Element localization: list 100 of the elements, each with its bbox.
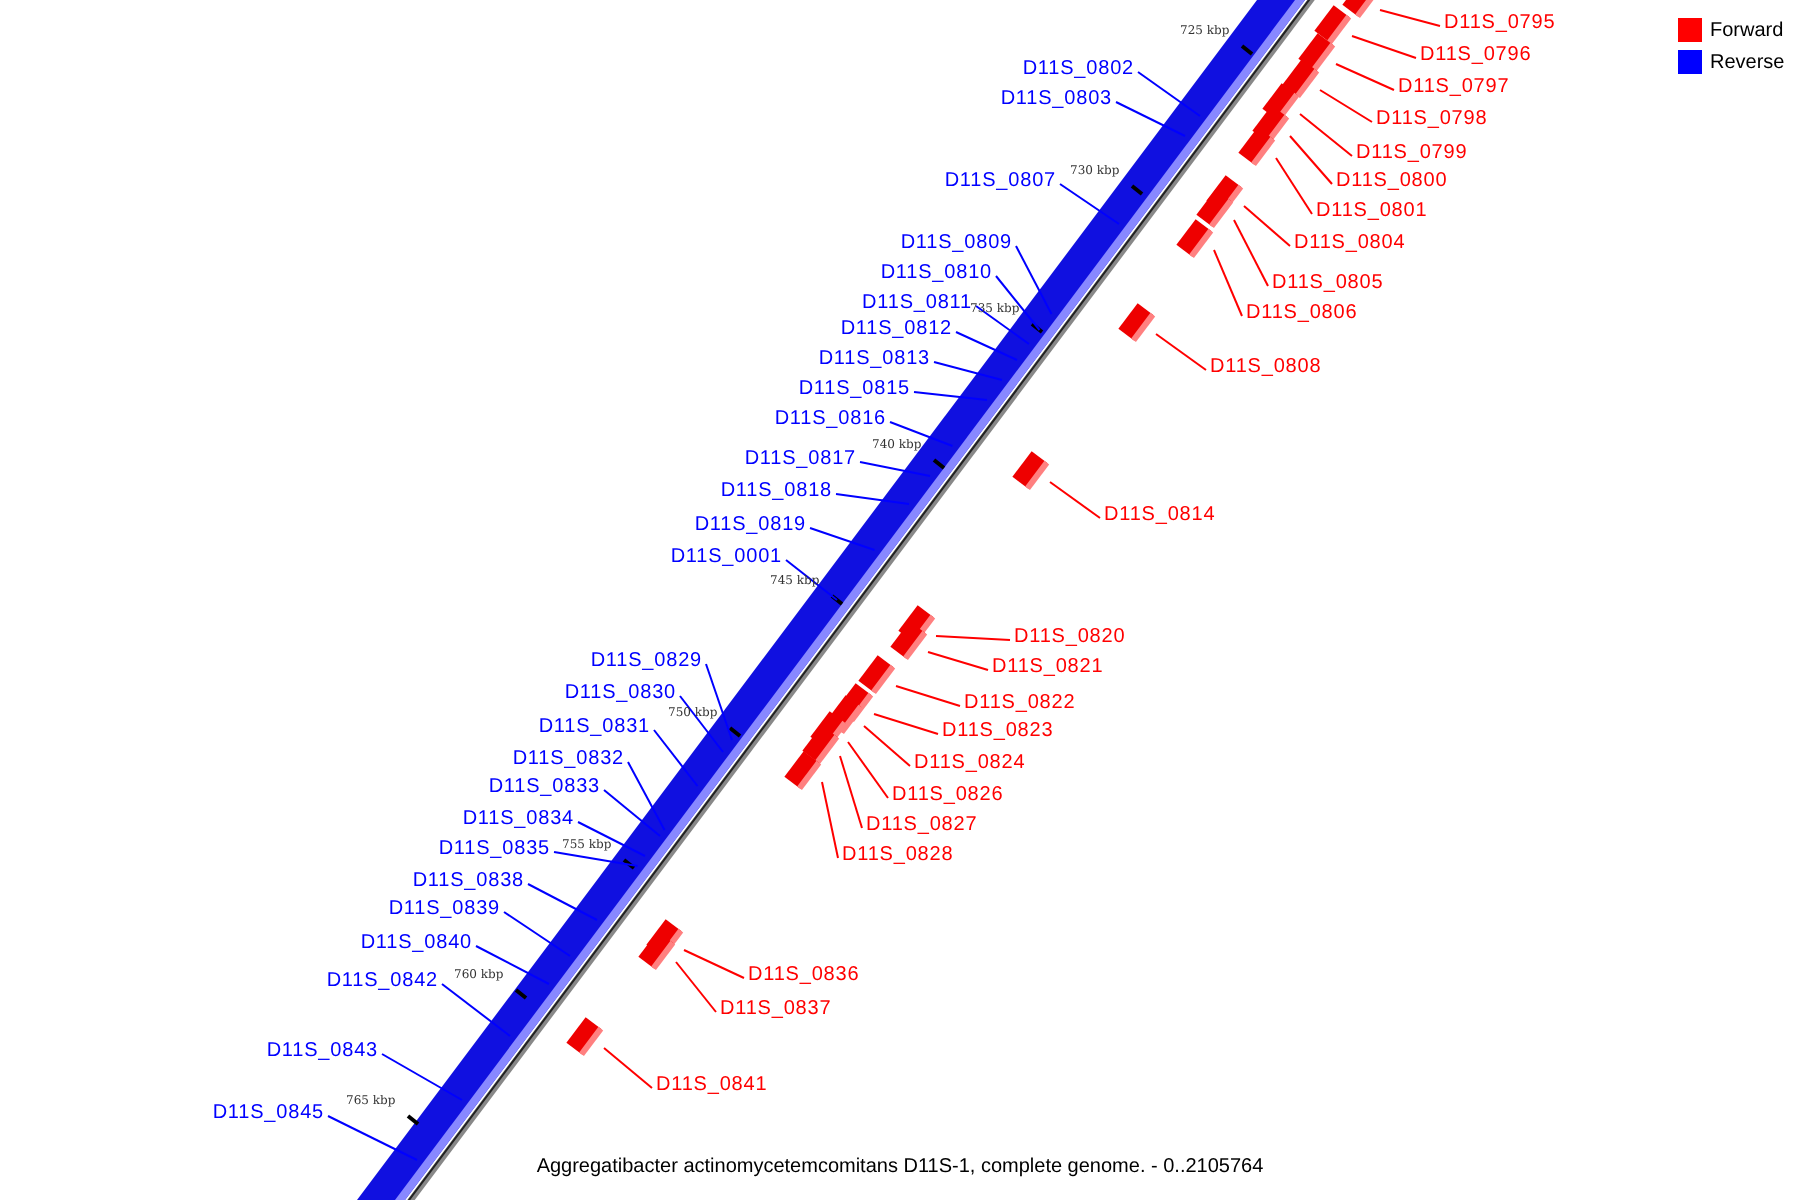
leader-line [995, 275, 1041, 331]
leader-line [441, 983, 511, 1037]
gene-label: D11S_0816 [774, 408, 886, 432]
gene-label: D11S_0811 [862, 292, 972, 316]
leader-line [975, 305, 1030, 345]
gene-label: D11S_0813 [818, 348, 930, 372]
gene-label: D11S_0803 [1000, 88, 1112, 112]
leader-line [527, 883, 598, 921]
leader-line [1233, 219, 1269, 287]
leader-line [889, 421, 954, 447]
gene-label: D11S_0829 [590, 650, 702, 674]
gene-label: D11S_0797 [1398, 76, 1510, 100]
gene-label: D11S_0843 [266, 1040, 378, 1064]
gene-label: D11S_0804 [1294, 232, 1406, 256]
leader-line [1059, 183, 1120, 225]
gene-label: D11S_0823 [942, 720, 1054, 744]
leader-line [1243, 205, 1291, 247]
gene-label: D11S_0796 [1420, 44, 1532, 68]
leader-line [913, 391, 988, 401]
leader-line [675, 961, 717, 1013]
gene-label: D11S_0827 [866, 814, 978, 838]
leader-line [927, 651, 989, 671]
gene-label: D11S_0814 [1104, 504, 1216, 528]
leader-line [1137, 71, 1201, 117]
gene-label: D11S_0840 [360, 932, 472, 956]
leader-line [895, 685, 961, 707]
leader-line [1299, 113, 1353, 157]
leader-line [935, 635, 1011, 641]
leader-line [1275, 157, 1313, 215]
leader-line [863, 725, 911, 767]
gene-label: D11S_0818 [720, 480, 832, 504]
gene-label: D11S_0832 [512, 748, 624, 772]
gene-label: D11S_0807 [944, 170, 1056, 194]
leader-line [821, 781, 839, 859]
gene-label: D11S_0824 [914, 752, 1026, 776]
leader-line [839, 755, 863, 829]
leader-line [705, 663, 733, 741]
leader-line [809, 527, 876, 551]
leader-line [835, 493, 910, 505]
leader-line [475, 945, 550, 985]
gene-label: D11S_0842 [326, 970, 438, 994]
leader-line [653, 729, 699, 787]
gene-label: D11S_0841 [656, 1074, 768, 1098]
gene-label: D11S_0812 [840, 318, 952, 342]
caption: Aggregatibacter actinomycetemcomitans D11S-1, complete genome. - 0..2105764 [534, 1156, 1266, 1178]
leader-line [553, 851, 639, 867]
gene-label: D11S_0805 [1272, 272, 1384, 296]
gene-label: D11S_0833 [488, 776, 600, 800]
gene-label: D11S_0802 [1022, 58, 1134, 82]
gene-label: D11S_0798 [1376, 108, 1488, 132]
leader-line [683, 949, 745, 979]
leader-line [603, 1047, 653, 1089]
leader-line [1155, 333, 1207, 371]
leader-line [1351, 35, 1417, 59]
gene-label: D11S_0801 [1316, 200, 1428, 224]
leader-line [1319, 89, 1373, 123]
leader-line [873, 713, 939, 735]
leader-line [859, 461, 931, 477]
gene-label: D11S_0826 [892, 784, 1004, 808]
gene-label: D11S_0831 [538, 716, 650, 740]
gene-label: D11S_0799 [1356, 142, 1468, 166]
legend-label: Reverse [1710, 52, 1785, 76]
gene-label: D11S_0815 [798, 378, 910, 402]
leader-line [1379, 9, 1441, 27]
gene-label: D11S_0817 [744, 448, 856, 472]
leader-line [955, 331, 1018, 361]
leader-line [679, 695, 724, 753]
gene-label: D11S_0838 [412, 870, 524, 894]
gene-label: D11S_0001 [670, 546, 782, 570]
gene-label: D11S_0800 [1336, 170, 1448, 194]
gene-label: D11S_0836 [748, 964, 860, 988]
leader-line [1289, 135, 1333, 185]
leader-line [1335, 63, 1395, 91]
gene-label: D11S_0809 [900, 232, 1012, 256]
gene-label: D11S_0822 [964, 692, 1076, 716]
gene-label: D11S_0845 [212, 1102, 324, 1126]
gene-label: D11S_0819 [694, 514, 806, 538]
leader-line [933, 361, 1003, 381]
gene-label: D11S_0806 [1246, 302, 1358, 326]
gene-label: D11S_0808 [1210, 356, 1322, 380]
legend-label: Forward [1710, 20, 1784, 44]
leader-line [603, 789, 661, 837]
gene-label: D11S_0839 [388, 898, 500, 922]
leader-line [327, 1115, 418, 1161]
leader-line [381, 1053, 463, 1101]
gene-label: D11S_0834 [462, 808, 574, 832]
leader-line [847, 741, 889, 799]
gene-label: D11S_0820 [1014, 626, 1126, 650]
gene-label: D11S_0810 [880, 262, 992, 286]
leader-line [627, 761, 666, 831]
leader-line [503, 911, 571, 957]
leader-line [1213, 249, 1243, 317]
gene-label: D11S_0835 [438, 838, 550, 862]
gene-label: D11S_0821 [992, 656, 1104, 680]
gene-label: D11S_0830 [564, 682, 676, 706]
leader-line [577, 821, 646, 857]
leader-line [1015, 245, 1053, 315]
gene-label: D11S_0795 [1444, 12, 1556, 36]
gene-label: D11S_0837 [720, 998, 832, 1022]
gene-label: D11S_0828 [842, 844, 954, 868]
